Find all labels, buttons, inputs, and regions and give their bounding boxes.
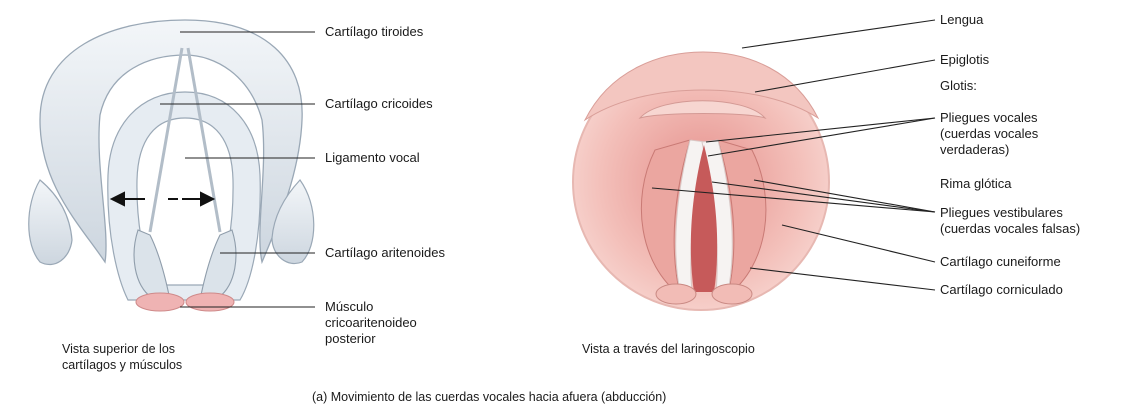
vocal-ligament-left bbox=[148, 47, 184, 233]
figure-caption: (a) Movimiento de las cuerdas vocales ha… bbox=[312, 390, 667, 404]
cuneiform-cartilage bbox=[655, 283, 697, 305]
tongue bbox=[583, 51, 820, 122]
label-epiglottis: Epiglotis bbox=[940, 52, 990, 67]
cricoid-cartilage bbox=[107, 91, 261, 301]
thyroid-horn-right bbox=[271, 179, 315, 265]
label-vestibular-2: (cuerdas vocales falsas) bbox=[940, 221, 1081, 236]
thyroid-horn-left bbox=[28, 179, 73, 266]
label-vocal-ligament: Ligamento vocal bbox=[325, 150, 420, 165]
left-caption-line1: Vista superior de los bbox=[62, 342, 176, 356]
label-cuneiform: Cartílago cuneiforme bbox=[940, 254, 1061, 269]
label-vestibular-1: Pliegues vestibulares bbox=[940, 205, 1063, 220]
label-rima-glottidis: Rima glótica bbox=[940, 176, 1012, 191]
label-corniculate: Cartílago corniculado bbox=[940, 282, 1063, 297]
laryngoscope-view bbox=[572, 51, 830, 311]
label-vocal-folds-1: Pliegues vocales bbox=[940, 110, 1038, 125]
label-muscle-line2: cricoaritenoideo bbox=[325, 315, 417, 330]
corniculate-cartilage bbox=[711, 283, 753, 305]
posterior-cricoarytenoid-left bbox=[135, 292, 185, 312]
epiglottis bbox=[638, 100, 767, 120]
thyroid-cartilage bbox=[39, 19, 303, 265]
label-arytenoid-cartilage: Cartílago aritenoides bbox=[325, 245, 445, 260]
posterior-cricoarytenoid-right bbox=[185, 292, 235, 312]
left-leader-lines bbox=[160, 31, 315, 308]
label-muscle-line3: posterior bbox=[325, 331, 376, 346]
abduction-arrows bbox=[109, 191, 216, 207]
label-cricoid-cartilage: Cartílago cricoides bbox=[325, 96, 433, 111]
vocal-ligament-right bbox=[186, 47, 222, 233]
right-leader-lines bbox=[651, 19, 936, 291]
label-muscle-line1: Músculo bbox=[325, 299, 374, 314]
right-caption: Vista a través del laringoscopio bbox=[582, 342, 755, 356]
label-vocal-folds-2: (cuerdas vocales bbox=[940, 126, 1039, 141]
label-vocal-folds-3: verdaderas) bbox=[940, 142, 1010, 157]
left-caption-line2: cartílagos y músculos bbox=[62, 358, 183, 372]
label-thyroid-cartilage: Cartílago tiroides bbox=[325, 24, 424, 39]
rima-glottidis bbox=[690, 145, 718, 292]
label-glottis: Glotis: bbox=[940, 78, 977, 93]
label-tongue: Lengua bbox=[940, 12, 984, 27]
cartilage-superior-view bbox=[28, 19, 315, 312]
